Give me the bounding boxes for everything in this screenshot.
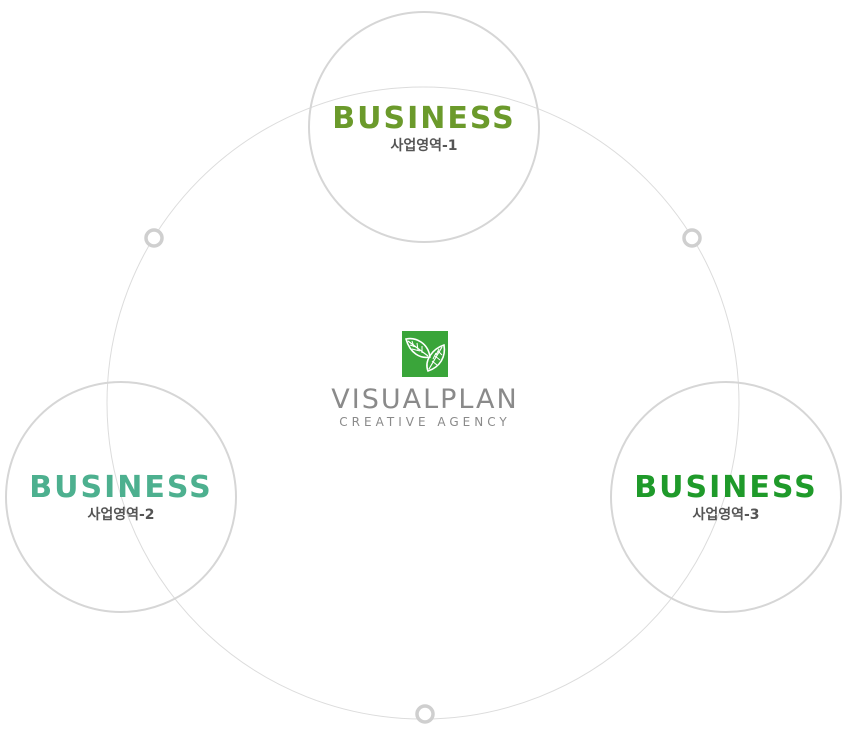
business-subtitle-3: 사업영역-3 <box>692 507 760 523</box>
connector-dot-left <box>144 228 164 248</box>
leaf-icon <box>402 331 448 377</box>
connector-dot-right <box>682 228 702 248</box>
center-logo: VISUALPLAN CREATIVE AGENCY <box>300 331 550 429</box>
business-node-2[interactable]: BUSINESS 사업영역-2 <box>5 381 237 613</box>
business-heading-1: BUSINESS <box>332 101 516 136</box>
business-subtitle-1: 사업영역-1 <box>390 138 458 154</box>
business-subtitle-2: 사업영역-2 <box>87 507 155 523</box>
business-heading-2: BUSINESS <box>29 470 213 505</box>
connector-dot-bottom <box>415 704 435 724</box>
business-node-1[interactable]: BUSINESS 사업영역-1 <box>308 11 540 243</box>
logo-name: VISUALPLAN <box>331 384 519 415</box>
logo-tagline: CREATIVE AGENCY <box>339 415 511 429</box>
business-node-3[interactable]: BUSINESS 사업영역-3 <box>610 381 842 613</box>
business-heading-3: BUSINESS <box>634 470 818 505</box>
